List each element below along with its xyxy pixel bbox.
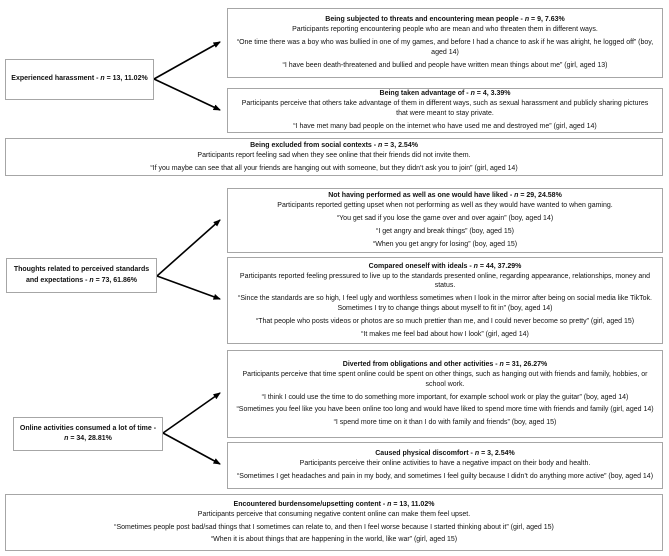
- theme-title: Being excluded from social contexts - n …: [250, 141, 418, 149]
- theme-title: Encountered burdensome/upsetting content…: [233, 500, 435, 508]
- subtheme-box-advantage: Being taken advantage of - n = 4, 3.39% …: [227, 88, 663, 133]
- standalone-box-excluded: Being excluded from social contexts - n …: [5, 138, 663, 176]
- arrow-standards-ideals: [156, 275, 221, 300]
- category-box-experienced-harassment: Experienced harassment - n = 13, 11.02%: [5, 59, 154, 100]
- category-title: Thoughts related to perceived standards …: [13, 266, 150, 284]
- subtheme-box-performance: Not having performed as well as one woul…: [227, 188, 663, 253]
- quote: “Sometimes you feel like you have been o…: [236, 406, 654, 414]
- subtheme-box-discomfort: Caused physical discomfort - n = 3, 2.54…: [227, 442, 663, 489]
- quote: “I spend more time on it than I do with …: [333, 419, 557, 427]
- subtheme-title: Compared oneself with ideals - n = 44, 3…: [368, 262, 522, 270]
- subtheme-title: Not having performed as well as one woul…: [328, 192, 562, 200]
- arrow-harassment-advantage: [153, 78, 221, 111]
- quote: “That people who posts videos or photos …: [255, 317, 635, 325]
- category-box-perceived-standards: Thoughts related to perceived standards …: [6, 258, 157, 293]
- subtheme-box-diverted: Diverted from obligations and other acti…: [227, 350, 663, 438]
- subtheme-description: Participants reporting encountering peop…: [292, 26, 598, 34]
- quote: “Sometimes I get headaches and pain in m…: [236, 473, 654, 481]
- category-box-time-consumed: Online activities consumed a lot of time…: [13, 417, 163, 451]
- arrow-standards-performance: [156, 219, 221, 277]
- quote: “When you get angry for losing” (boy, ag…: [372, 240, 518, 248]
- quote: “Since the standards are so high, I feel…: [238, 295, 652, 313]
- quote: “I think I could use the time to do some…: [261, 393, 629, 401]
- category-title: Experienced harassment - n = 13, 11.02%: [11, 75, 148, 83]
- theme-description: Participants perceive that consuming neg…: [197, 510, 471, 518]
- theme-description: Participants report feeling sad when the…: [197, 151, 471, 159]
- quote: “It makes me feel bad about how I look” …: [361, 330, 529, 338]
- subtheme-description: Participants perceive that time spent on…: [242, 371, 648, 388]
- subtheme-title: Being taken advantage of - n = 4, 3.39%: [379, 90, 511, 98]
- quote: “I have been death-threatened and bullie…: [282, 61, 608, 69]
- subtheme-description: Participants reported feeling pressured …: [239, 272, 651, 290]
- subtheme-title: Being subjected to threats and encounter…: [325, 16, 565, 24]
- subtheme-description: Participants perceive that others take a…: [241, 100, 649, 118]
- arrow-time-discomfort: [162, 432, 221, 465]
- subtheme-description: Participants perceive their online activ…: [299, 460, 591, 468]
- arrow-harassment-threats: [153, 41, 221, 80]
- quote: “When it is about things that are happen…: [210, 536, 458, 544]
- quote: “I get angry and break things” (boy, age…: [375, 228, 514, 236]
- quote: “I have met many bad people on the inter…: [293, 122, 597, 130]
- quote: “Sometimes people post bad/sad things th…: [114, 523, 554, 531]
- subtheme-title: Caused physical discomfort - n = 3, 2.54…: [375, 450, 515, 458]
- quote: “One time there was a boy who was bullie…: [236, 39, 654, 57]
- subtheme-box-threats: Being subjected to threats and encounter…: [227, 8, 663, 78]
- quote: “If you maybe can see that all your frie…: [150, 164, 518, 172]
- category-title: Online activities consumed a lot of time…: [19, 424, 157, 442]
- subtheme-box-ideals: Compared oneself with ideals - n = 44, 3…: [227, 257, 663, 344]
- quote: “You get sad if you lose the game over a…: [336, 215, 554, 223]
- subtheme-description: Participants reported getting upset when…: [277, 202, 613, 210]
- subtheme-title: Diverted from obligations and other acti…: [342, 360, 548, 368]
- standalone-box-burdensome: Encountered burdensome/upsetting content…: [5, 494, 663, 551]
- arrow-time-diverted: [162, 392, 221, 434]
